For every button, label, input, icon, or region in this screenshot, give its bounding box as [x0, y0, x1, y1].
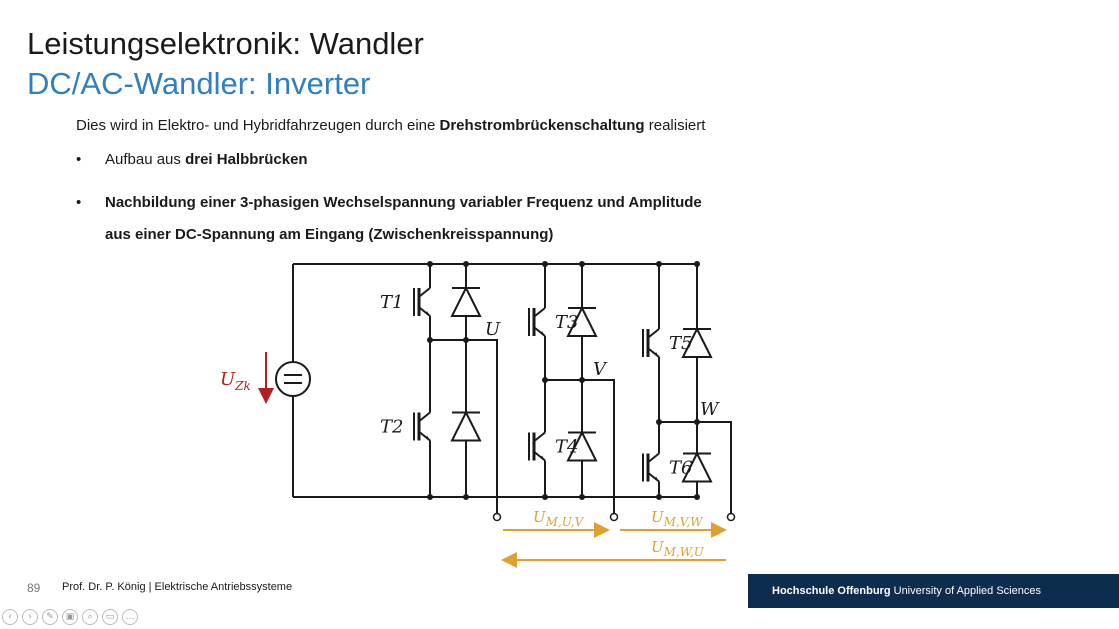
transistor-label: T5 — [669, 333, 692, 354]
diode-upper — [566, 305, 598, 337]
pen-icon[interactable]: ✎ — [42, 609, 58, 625]
junction-dot — [427, 261, 433, 267]
intro-text: Dies wird in Elektro- und Hybridfahrzeug… — [76, 117, 705, 134]
igbt-lower — [413, 404, 431, 449]
junction-dot — [542, 494, 548, 500]
junction-dot — [542, 261, 548, 267]
prev-icon[interactable]: ‹ — [2, 609, 18, 625]
junction-dot — [694, 494, 700, 500]
transistor-label: T3 — [555, 312, 578, 333]
phase-label-w: W — [700, 399, 720, 420]
bullet1-bold: drei Halbbrücken — [185, 151, 308, 168]
phase-u-line — [430, 339, 498, 514]
more-icon[interactable]: … — [122, 609, 138, 625]
intro-prefix: Dies wird in Elektro- und Hybridfahrzeug… — [76, 117, 440, 134]
bullet2-line2: aus einer DC-Spannung am Eingang (Zwisch… — [105, 226, 554, 243]
institution-banner: Hochschule Offenburg University of Appli… — [748, 574, 1119, 608]
screen-icon[interactable]: ▭ — [102, 609, 118, 625]
bullet2-line1: Nachbildung einer 3-phasigen Wechselspan… — [105, 194, 702, 211]
junction-dot — [463, 261, 469, 267]
bullet-dot: • — [76, 194, 82, 211]
transistor-label: T4 — [555, 437, 578, 458]
bullet1-prefix: Aufbau aus — [105, 151, 186, 168]
diode-upper — [681, 326, 713, 358]
junction-dot — [579, 261, 585, 267]
junction-dot — [427, 494, 433, 500]
bullet-item: • Aufbau aus drei Halbbrücken — [76, 151, 308, 168]
voltage-label-uv: UM,U,V — [533, 508, 585, 529]
bullet-dot: • — [76, 151, 82, 168]
institution-name: Hochschule Offenburg — [772, 585, 891, 597]
diode-lower — [450, 410, 482, 442]
igbt-upper — [413, 280, 431, 324]
dc-source — [275, 361, 311, 397]
phase-label-v: V — [593, 359, 608, 380]
igbt-lower — [528, 424, 546, 469]
intro-suffix: realisiert — [644, 117, 706, 134]
diode-lower — [681, 451, 713, 483]
presentation-controls: ‹ › ✎ ▣ ⌕ ▭ … — [2, 609, 138, 627]
diode-upper — [450, 285, 482, 317]
phase-v-line — [545, 379, 615, 514]
transistor-label: T1 — [380, 292, 403, 313]
source-voltage-label: UZk — [220, 369, 251, 393]
terminal-v — [609, 512, 619, 522]
voltage-label-vw: UM,V,W — [651, 508, 704, 529]
junction-dot — [656, 494, 662, 500]
transistor-label: T2 — [380, 417, 403, 438]
junction-dot — [579, 494, 585, 500]
diode-lower — [566, 430, 598, 462]
junction-dot — [463, 494, 469, 500]
intro-bold: Drehstrombrückenschaltung — [439, 117, 645, 134]
slides-icon[interactable]: ▣ — [62, 609, 78, 625]
page-number: 89 — [27, 581, 41, 595]
slide-title: Leistungselektronik: Wandler — [27, 26, 424, 61]
voltage-label-wu: UM,W,U — [651, 538, 705, 559]
zoom-icon[interactable]: ⌕ — [82, 609, 98, 625]
slide-subtitle: DC/AC-Wandler: Inverter — [27, 66, 371, 101]
bullet-item: • Nachbildung einer 3-phasigen Wechselspa… — [76, 187, 702, 251]
phase-w-line — [659, 421, 732, 514]
junction-dot — [694, 261, 700, 267]
phase-label-u: U — [485, 319, 501, 340]
igbt-upper — [642, 321, 660, 365]
igbt-upper — [528, 300, 546, 344]
footer-author: Prof. Dr. P. König | Elektrische Antrieb… — [62, 581, 293, 593]
terminal-w — [726, 512, 736, 522]
junction-dot — [656, 261, 662, 267]
terminal-u — [492, 512, 502, 522]
igbt-lower — [642, 445, 660, 490]
institution-subtitle: University of Applied Sciences — [893, 585, 1041, 597]
transistor-label: T6 — [669, 458, 692, 479]
next-icon[interactable]: › — [22, 609, 38, 625]
